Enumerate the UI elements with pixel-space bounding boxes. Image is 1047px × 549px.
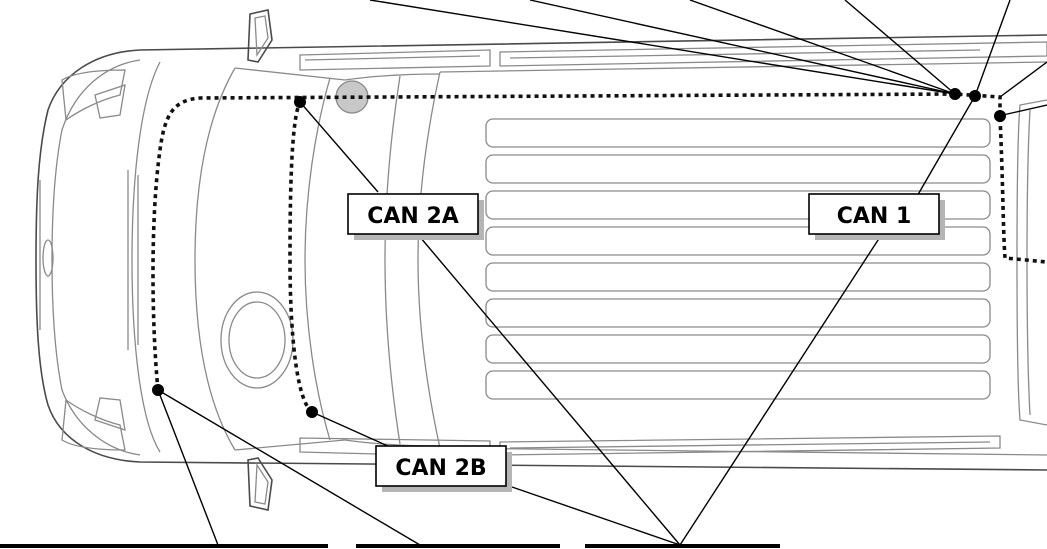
connection-node	[949, 88, 961, 100]
connection-nodes	[152, 88, 1006, 418]
connection-node	[306, 406, 318, 418]
leader-lines	[157, 0, 1047, 546]
can-bus-wiring	[151, 92, 1047, 414]
roof-rib	[485, 334, 991, 364]
can2-bus-line	[288, 101, 314, 414]
can-2a-text: CAN 2A	[367, 204, 459, 229]
connection-node	[969, 90, 981, 102]
connection-node	[294, 96, 306, 108]
roof-rib	[485, 262, 991, 292]
can1-bus-line	[151, 92, 1002, 391]
connection-node	[152, 384, 164, 396]
can-2b-text: CAN 2B	[395, 456, 486, 481]
roof-rib	[485, 154, 991, 184]
roof-ribs	[485, 118, 991, 400]
roof-rib	[485, 298, 991, 328]
can-2a-label: CAN 2A	[347, 193, 484, 240]
rear-bus-line	[998, 117, 1047, 264]
roof-rib	[485, 118, 991, 148]
can-1-label: CAN 1	[808, 193, 945, 240]
roof-rib	[485, 370, 991, 400]
can-2b-label: CAN 2B	[375, 445, 512, 492]
connection-node	[994, 110, 1006, 122]
van-outline	[35, 9, 1047, 511]
can-1-text: CAN 1	[837, 204, 912, 229]
